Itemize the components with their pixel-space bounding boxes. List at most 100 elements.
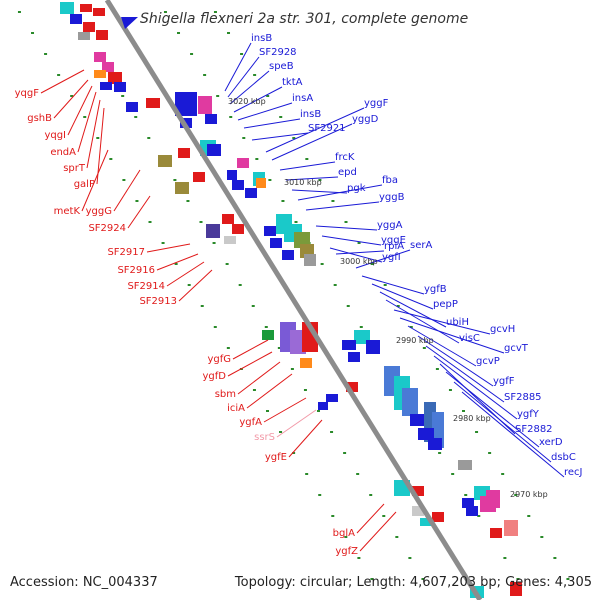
gene-label-gcvh[interactable]: gcvH xyxy=(490,324,515,335)
gene-label-sprt[interactable]: sprT xyxy=(63,163,86,174)
gene-label-sf2913[interactable]: SF2913 xyxy=(139,296,177,307)
gene-feature[interactable] xyxy=(428,438,442,450)
gene-feature[interactable] xyxy=(458,460,472,470)
gene-label-sf2924[interactable]: SF2924 xyxy=(88,223,126,234)
gene-label-insa[interactable]: insA xyxy=(292,93,313,104)
gene-feature[interactable] xyxy=(510,582,522,596)
gene-label-sf2914[interactable]: SF2914 xyxy=(127,281,165,292)
gene-label-ygfa[interactable]: ygfA xyxy=(239,417,262,428)
gene-label-insb[interactable]: insB xyxy=(300,109,321,120)
gene-label-metk[interactable]: metK xyxy=(54,206,81,217)
gene-feature[interactable] xyxy=(70,14,82,24)
gene-label-sf2928[interactable]: SF2928 xyxy=(259,47,297,58)
gene-label-sf2882[interactable]: SF2882 xyxy=(515,424,553,435)
gene-label-recj[interactable]: recJ xyxy=(564,467,583,478)
gene-label-speb[interactable]: speB xyxy=(269,61,294,72)
gene-feature[interactable] xyxy=(94,70,106,78)
gene-feature[interactable] xyxy=(256,178,266,188)
gene-label-yqgi[interactable]: yqgI xyxy=(44,130,66,141)
gene-feature[interactable] xyxy=(158,155,172,167)
gene-feature[interactable] xyxy=(504,520,518,536)
gene-feature[interactable] xyxy=(237,158,249,168)
gene-feature[interactable] xyxy=(198,96,212,114)
gene-label-yggf[interactable]: yggF xyxy=(364,98,389,109)
gene-feature[interactable] xyxy=(205,114,217,124)
gene-feature[interactable] xyxy=(348,352,360,362)
gene-label-frck[interactable]: frcK xyxy=(335,152,355,163)
gene-label-pepp[interactable]: pepP xyxy=(433,299,458,310)
gene-feature[interactable] xyxy=(96,30,108,40)
gene-label-fba[interactable]: fba xyxy=(382,175,398,186)
gene-label-rpia[interactable]: rpiA xyxy=(384,241,404,252)
gene-label-ygfz[interactable]: ygfZ xyxy=(335,546,358,557)
gene-feature[interactable] xyxy=(93,8,105,16)
gene-feature[interactable] xyxy=(207,144,221,156)
gene-feature[interactable] xyxy=(490,528,502,538)
gene-feature[interactable] xyxy=(366,340,380,354)
gene-label-gcvt[interactable]: gcvT xyxy=(504,343,529,354)
gene-label-dsbc[interactable]: dsbC xyxy=(551,452,576,463)
gene-feature[interactable] xyxy=(232,224,244,234)
gene-label-galp[interactable]: galP xyxy=(74,179,95,190)
gene-feature[interactable] xyxy=(114,82,126,92)
gene-label-ssrs[interactable]: ssrS xyxy=(254,432,275,443)
gene-label-tkta[interactable]: tktA xyxy=(282,77,303,88)
gene-label-gcvp[interactable]: gcvP xyxy=(476,356,500,367)
gene-feature[interactable] xyxy=(232,180,244,190)
gene-feature[interactable] xyxy=(262,330,274,340)
gene-label-pgk[interactable]: pgk xyxy=(347,183,366,194)
gene-label-xerd[interactable]: xerD xyxy=(539,437,563,448)
gene-feature[interactable] xyxy=(146,98,160,108)
gene-feature[interactable] xyxy=(222,214,234,224)
gene-feature[interactable] xyxy=(175,182,189,194)
gene-feature[interactable] xyxy=(108,72,122,84)
gene-feature[interactable] xyxy=(412,506,424,516)
gene-label-ygga[interactable]: yggA xyxy=(377,220,403,231)
gene-label-ygfi[interactable]: ygfI xyxy=(382,252,401,263)
gene-label-enda[interactable]: endA xyxy=(50,147,76,158)
gene-feature[interactable] xyxy=(402,388,418,416)
gene-feature[interactable] xyxy=(224,236,236,244)
gene-feature[interactable] xyxy=(175,92,197,116)
gene-feature[interactable] xyxy=(227,170,237,180)
gene-feature[interactable] xyxy=(300,358,312,368)
gene-label-yggg[interactable]: yggG xyxy=(86,206,112,217)
gene-feature[interactable] xyxy=(420,518,432,526)
gene-label-sf2921[interactable]: SF2921 xyxy=(308,123,346,134)
gene-feature[interactable] xyxy=(193,172,205,182)
gene-feature[interactable] xyxy=(304,254,316,266)
gene-feature[interactable] xyxy=(432,512,444,522)
gene-label-yqgf[interactable]: yqgF xyxy=(15,88,40,99)
gene-feature[interactable] xyxy=(245,188,257,198)
gene-feature[interactable] xyxy=(466,506,478,516)
gene-label-ygfd[interactable]: ygfD xyxy=(203,371,227,382)
gene-label-ygfb[interactable]: ygfB xyxy=(424,284,447,295)
gene-feature[interactable] xyxy=(83,22,95,32)
gene-label-visc[interactable]: visC xyxy=(459,333,480,344)
gene-feature[interactable] xyxy=(206,224,220,238)
gene-feature[interactable] xyxy=(178,148,190,158)
gene-feature[interactable] xyxy=(282,250,294,260)
gene-label-sf2885[interactable]: SF2885 xyxy=(504,392,542,403)
gene-label-yggd[interactable]: yggD xyxy=(352,114,379,125)
gene-label-yggb[interactable]: yggB xyxy=(379,192,405,203)
gene-label-bgla[interactable]: bglA xyxy=(333,528,355,539)
gene-feature[interactable] xyxy=(486,490,500,508)
gene-label-gshb[interactable]: gshB xyxy=(27,113,52,124)
gene-feature[interactable] xyxy=(100,82,112,90)
gene-label-ygfy[interactable]: ygfY xyxy=(517,409,540,420)
gene-label-ubih[interactable]: ubiH xyxy=(446,317,469,328)
gene-feature[interactable] xyxy=(346,382,358,392)
gene-feature[interactable] xyxy=(126,102,138,112)
gene-feature[interactable] xyxy=(462,498,474,508)
gene-label-ygfg[interactable]: ygfG xyxy=(207,354,231,365)
gene-label-sbm[interactable]: sbm xyxy=(215,389,236,400)
gene-label-ygfe[interactable]: ygfE xyxy=(265,452,287,463)
gene-label-sera[interactable]: serA xyxy=(410,240,432,251)
gene-feature[interactable] xyxy=(264,226,276,236)
gene-feature[interactable] xyxy=(342,340,356,350)
gene-label-sf2916[interactable]: SF2916 xyxy=(117,265,155,276)
gene-label-sf2917[interactable]: SF2917 xyxy=(107,247,145,258)
gene-feature[interactable] xyxy=(318,402,328,410)
gene-feature[interactable] xyxy=(102,62,114,72)
